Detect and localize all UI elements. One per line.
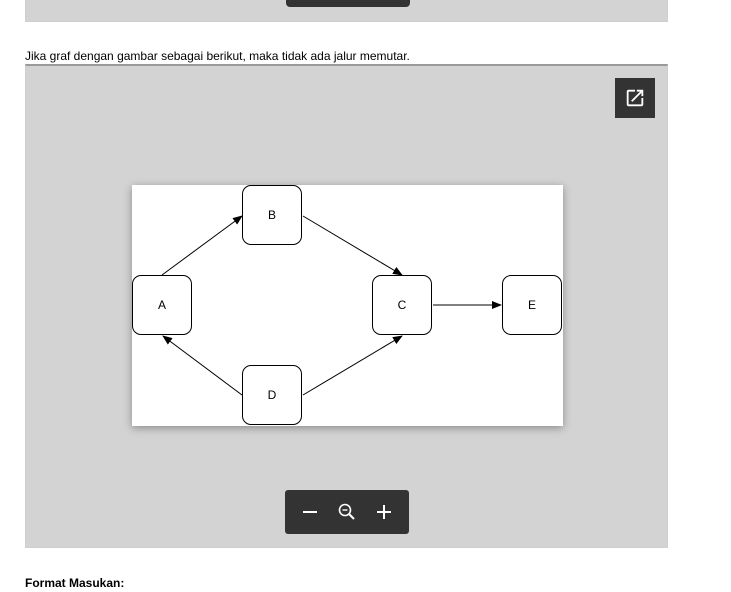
zoom-out-button[interactable] (294, 496, 326, 528)
previous-zoom-toolbar[interactable] (286, 0, 410, 7)
node-d: D (242, 365, 302, 425)
graph-diagram: A B C D E (132, 185, 563, 426)
node-a: A (132, 275, 192, 335)
node-c: C (372, 275, 432, 335)
node-b: B (242, 185, 302, 245)
zoom-out-magnifier-icon (338, 503, 355, 520)
edge-d-a (162, 335, 243, 396)
open-in-new-icon (626, 89, 644, 107)
zoom-toolbar (285, 490, 409, 534)
image-viewer: A B C D E (25, 64, 668, 548)
graph-edges (161, 215, 502, 396)
open-in-new-button[interactable] (615, 78, 655, 118)
edge-a-b (161, 215, 243, 276)
edge-b-c (302, 215, 403, 276)
previous-image-viewer (25, 0, 668, 22)
zoom-in-button[interactable] (368, 496, 400, 528)
node-e: E (502, 275, 562, 335)
problem-statement-text: Jika graf dengan gambar sebagai berikut,… (25, 49, 410, 63)
section-heading-input-format: Format Masukan: (25, 576, 125, 590)
zoom-reset-button[interactable] (331, 496, 363, 528)
minus-icon (302, 511, 317, 513)
plus-icon (377, 505, 392, 519)
edge-d-c (302, 335, 403, 396)
